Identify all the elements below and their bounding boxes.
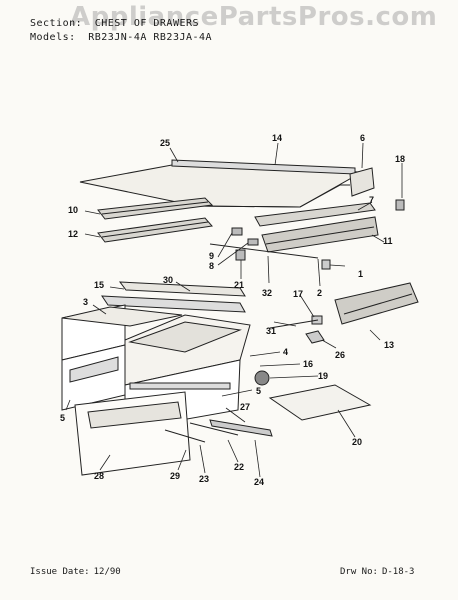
watermark: AppliancePartsPros.com [70, 2, 438, 32]
callout-10: 10 [68, 205, 78, 215]
callout-1: 1 [358, 269, 363, 279]
drawing-number: Drw No:D-18-3 [340, 567, 418, 577]
models-value: RB23JN-4A RB23JA-4A [88, 32, 213, 43]
clip-18 [395, 199, 405, 211]
callout-11: 11 [383, 236, 393, 246]
trim-23 [164, 429, 206, 443]
callout-24: 24 [254, 477, 264, 487]
glass-shelf [268, 384, 372, 421]
callout-17: 17 [293, 289, 303, 299]
section-label: Section: [30, 18, 83, 29]
callout-27: 27 [240, 402, 250, 412]
roller [254, 370, 270, 386]
models-line: Models: RB23JN-4A RB23JA-4A [30, 32, 218, 43]
center-rail [101, 295, 246, 313]
callout-31: 31 [266, 326, 276, 336]
front-rail [195, 184, 350, 208]
block-21 [235, 249, 246, 261]
callout-4: 4 [283, 347, 288, 357]
callout-26: 26 [335, 350, 345, 360]
callout-6: 6 [360, 133, 365, 143]
callout-16: 16 [303, 359, 313, 369]
callout-3: 3 [83, 297, 88, 307]
callout-23: 23 [199, 474, 209, 484]
callout-21: 21 [234, 280, 244, 290]
clip-1 [321, 259, 331, 270]
trim-22 [189, 422, 239, 436]
issue-label: Issue Date: [30, 567, 90, 577]
issue-date: Issue Date:12/90 [30, 567, 125, 577]
callout-8: 8 [209, 261, 214, 271]
callout-14: 14 [272, 133, 282, 143]
drw-value: D-18-3 [381, 567, 415, 577]
slide-lower-right [261, 216, 379, 253]
callout-30: 30 [163, 275, 173, 285]
callout-15: 15 [94, 280, 104, 290]
section-line: Section: CHEST OF DRAWERS [30, 18, 205, 29]
callout-28: 28 [94, 471, 104, 481]
callout-29: 29 [170, 471, 180, 481]
side-rail-right [349, 167, 375, 197]
callout-19: 19 [318, 371, 328, 381]
trim-24 [209, 419, 273, 437]
models-label: Models: [30, 32, 76, 43]
bracket-9 [231, 227, 243, 236]
callout-20: 20 [352, 437, 362, 447]
callout-9: 9 [209, 251, 214, 261]
bracket-8 [247, 238, 259, 246]
callout-18: 18 [395, 154, 405, 164]
section-value: CHEST OF DRAWERS [94, 18, 200, 29]
callout-22: 22 [234, 462, 244, 472]
callout-13: 13 [384, 340, 394, 350]
callout-7: 7 [369, 195, 374, 205]
callout-2: 2 [317, 288, 322, 298]
slide-13 [334, 282, 419, 325]
drw-label: Drw No: [340, 567, 378, 577]
callout-5b: 5 [256, 386, 261, 396]
callout-12: 12 [68, 229, 78, 239]
callout-25: 25 [160, 138, 170, 148]
callout-32: 32 [262, 288, 272, 298]
callout-5: 5 [60, 413, 65, 423]
issue-value: 12/90 [93, 567, 121, 577]
slide-upper-right [254, 202, 376, 227]
